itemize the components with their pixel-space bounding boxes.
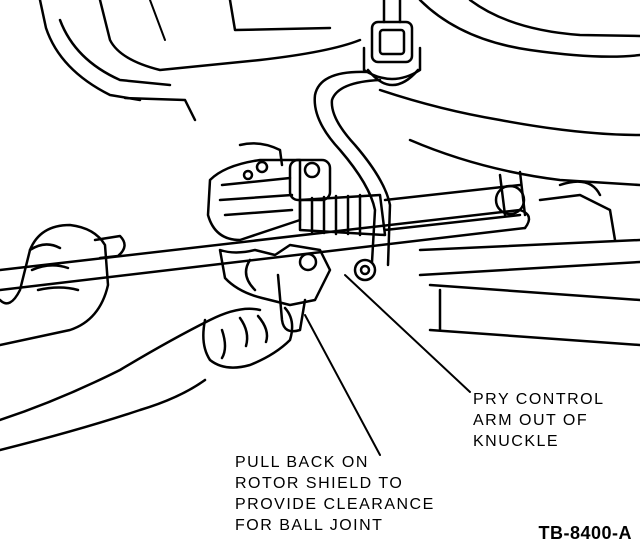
leader-pry xyxy=(344,274,471,393)
steering-knuckle xyxy=(218,243,332,333)
callout-line: ARM OUT OF xyxy=(473,412,589,429)
callout-line: PULL BACK ON xyxy=(235,454,369,471)
stabilizer-link xyxy=(313,70,392,282)
callout-line: ROTOR SHIELD TO xyxy=(235,475,404,492)
callout-pull-back-shield: PULL BACK ON ROTOR SHIELD TO PROVIDE CLE… xyxy=(235,452,435,536)
lower-control-arm xyxy=(418,180,640,347)
figure-id: TB-8400-A xyxy=(538,523,632,543)
callout-pry-control-arm: PRY CONTROL ARM OUT OF KNUCKLE xyxy=(473,389,605,452)
cv-boot xyxy=(298,170,527,237)
callout-line: PROVIDE CLEARANCE xyxy=(235,496,435,513)
left-hand xyxy=(0,223,126,347)
callout-line: FOR BALL JOINT xyxy=(235,517,384,534)
callout-line: KNUCKLE xyxy=(473,433,560,450)
leader-lines xyxy=(304,274,471,456)
callout-line: PRY CONTROL xyxy=(473,391,605,408)
vehicle-underbody xyxy=(38,0,640,187)
upper-mount xyxy=(362,0,422,87)
leader-pull xyxy=(304,314,381,456)
right-hand xyxy=(0,306,294,452)
pry-bar xyxy=(0,208,531,292)
